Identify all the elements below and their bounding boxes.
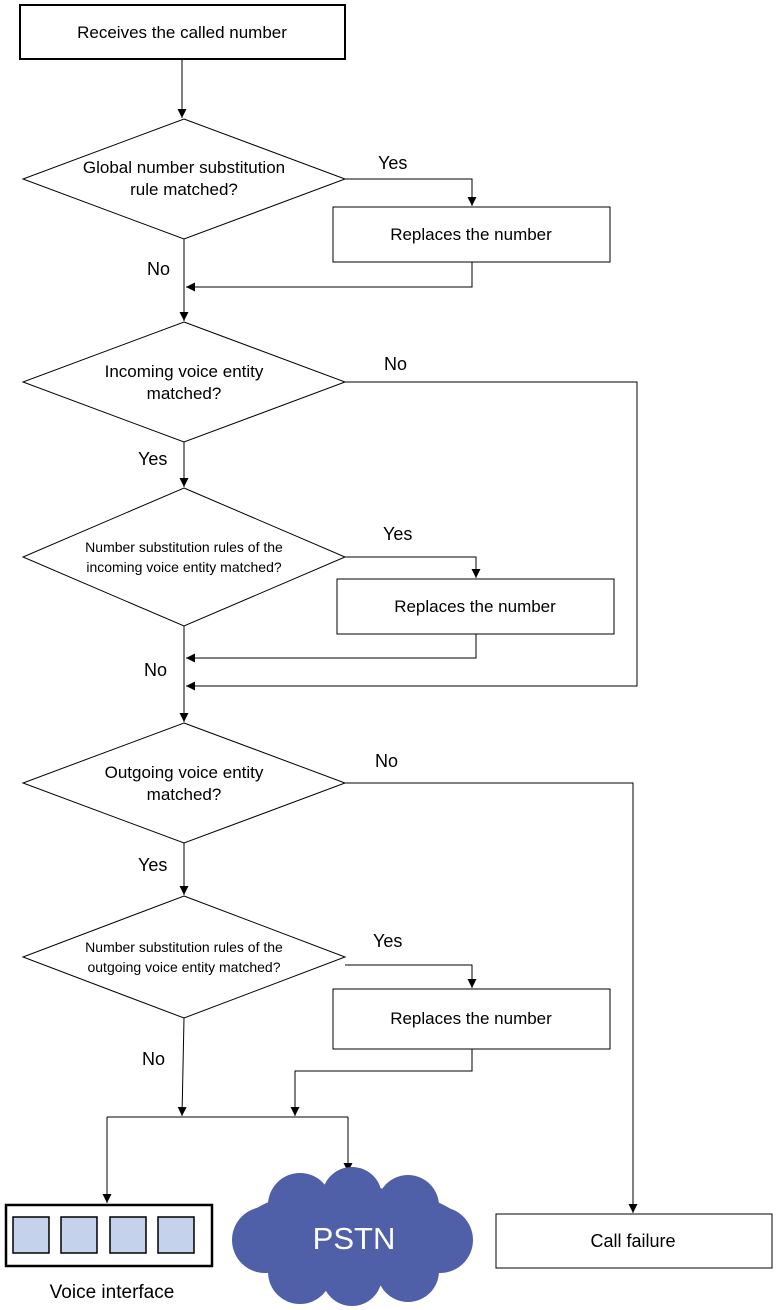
edge-outgoing-no [345,782,638,1213]
replace-number-node-1: Replaces the number [332,206,611,263]
outgoing-rules-line2: outgoing voice entity matched? [87,959,280,975]
voice-port-1 [12,1216,50,1254]
incoming-rules-no-label: No [144,660,167,680]
voice-interface-icon [4,1203,214,1268]
voice-port-4 [157,1216,195,1254]
outgoing-rules-no-label: No [142,1049,165,1069]
incoming-no-label: No [384,354,407,374]
global-decision-line2: rule matched? [130,180,238,199]
replace-number-label-2: Replaces the number [394,597,556,616]
call-failure-label: Call failure [590,1231,675,1251]
pstn-cloud-icon: PSTN [232,1167,473,1306]
outgoing-no-label: No [375,751,398,771]
incoming-yes-label: Yes [138,449,167,469]
replace-number-node-3: Replaces the number [332,988,611,1050]
voice-port-2 [60,1216,98,1254]
edge-replace2-return [186,634,477,663]
incoming-decision-line2: matched? [147,384,222,403]
outgoing-decision-line2: matched? [147,785,222,804]
edge-incoming-no [186,381,638,691]
replace-number-label-3: Replaces the number [390,1009,552,1028]
voice-port-3 [109,1216,147,1254]
outgoing-rules-yes-label: Yes [373,931,402,951]
outgoing-decision-line1: Outgoing voice entity [105,763,264,782]
incoming-decision-node: Incoming voice entity matched? [21,321,347,443]
outgoing-rules-decision-node: Number substitution rules of the outgoin… [21,895,347,1019]
incoming-rules-line1: Number substitution rules of the [85,539,283,555]
incoming-rules-yes-label: Yes [383,524,412,544]
pstn-label: PSTN [313,1221,396,1256]
incoming-rules-line2: incoming voice entity matched? [86,559,282,575]
replace-number-node-2: Replaces the number [336,578,615,635]
global-yes-label: Yes [378,153,407,173]
incoming-decision-line1: Incoming voice entity [105,362,264,381]
voice-interface-label: Voice interface [50,1282,175,1303]
outgoing-decision-node: Outgoing voice entity matched? [21,722,347,844]
start-node-label: Receives the called number [77,23,287,42]
edge-incoming-rules-yes [345,556,481,578]
replace-number-label-1: Replaces the number [390,225,552,244]
global-no-label: No [147,259,170,279]
edge-global-yes [345,178,477,206]
outgoing-rules-line1: Number substitution rules of the [85,939,283,955]
edge-replace1-return [186,262,473,292]
call-failure-node: Call failure [495,1213,773,1269]
edge-replace3-down [290,1049,473,1116]
incoming-rules-decision-node: Number substitution rules of the incomin… [21,487,347,627]
start-node: Receives the called number [19,4,346,60]
global-decision-node: Global number substitution rule matched? [21,118,347,240]
global-decision-line1: Global number substitution [83,158,285,177]
edge-outgoing-rules-yes [345,964,477,988]
outgoing-yes-label: Yes [138,855,167,875]
edge-outgoing-rules-no [177,1017,187,1117]
